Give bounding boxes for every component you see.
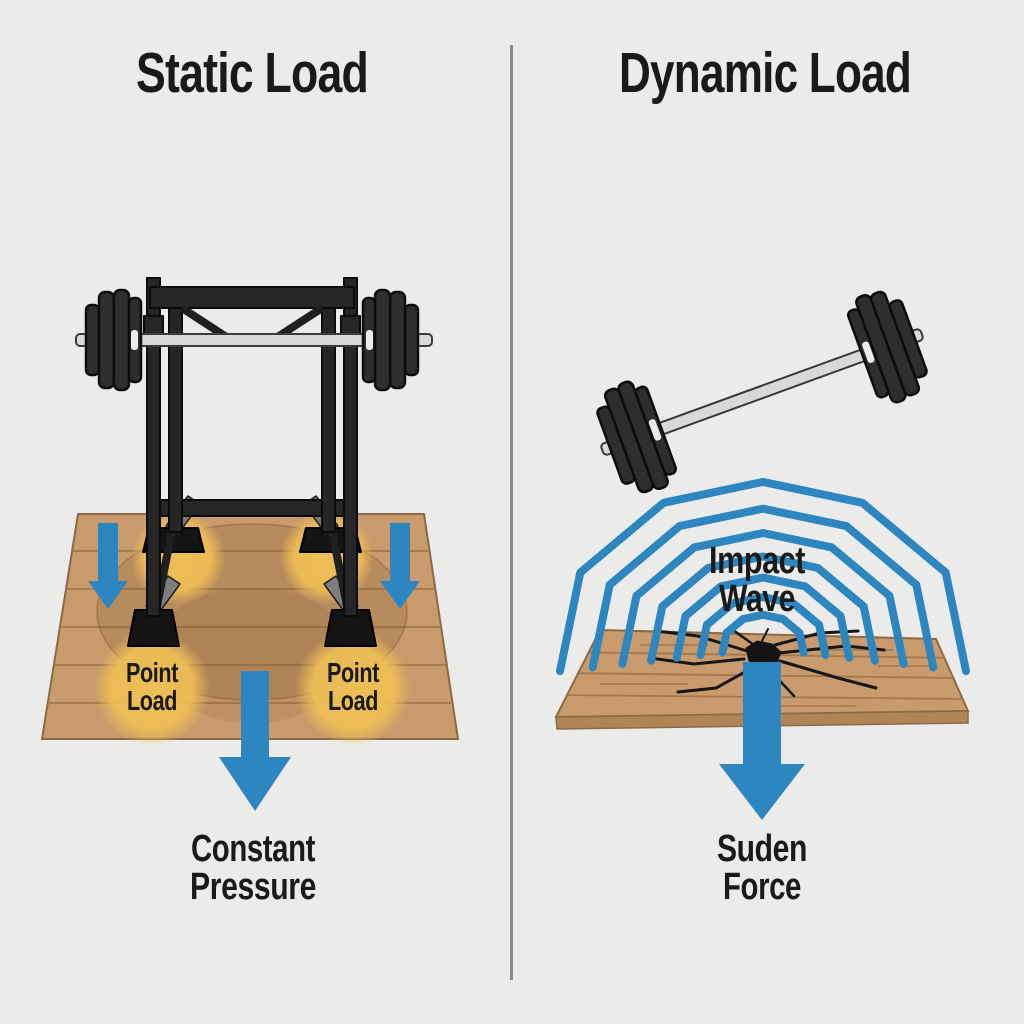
dynamic-load-title: Dynamic Load	[619, 41, 911, 105]
point-load-line1: Point	[126, 657, 178, 688]
point-load-label-right: Point Load	[327, 657, 380, 716]
impact-wave-label: Impact Wave	[709, 540, 806, 620]
impact-wave-arcs	[556, 477, 970, 676]
barbell-bar	[600, 328, 924, 456]
squat-rack-illustration	[127, 277, 377, 647]
point-load-circle-front-left	[94, 630, 210, 746]
impact-wave-arc	[696, 593, 830, 660]
barbell-plates-right	[361, 288, 420, 392]
barbell-static	[75, 288, 433, 392]
barbell-plates-left	[596, 380, 678, 494]
point-load-line2: Load	[328, 685, 378, 716]
down-arrow-small-right	[380, 523, 420, 609]
down-arrow-large-left	[219, 671, 291, 811]
rack-post-front-left	[146, 277, 161, 617]
impact-wave-arc	[718, 610, 808, 657]
impact-wave-arc	[588, 504, 938, 672]
barbell-falling	[596, 290, 928, 494]
impact-wave-arc	[647, 552, 879, 665]
constant-pressure-line1: Constant	[191, 828, 316, 870]
point-load-line1: Point	[327, 657, 379, 688]
barbell-plates-right	[846, 290, 928, 404]
point-load-circle-front-right	[295, 630, 411, 746]
sudden-force-line1: Suden	[717, 828, 807, 870]
static-load-panel: Static Load	[40, 41, 460, 908]
dynamic-load-panel: Dynamic Load	[554, 41, 970, 908]
impact-wave-line1: Impact	[709, 540, 806, 582]
constant-pressure-label: Constant Pressure	[190, 828, 317, 908]
constant-pressure-line2: Pressure	[190, 866, 316, 908]
impact-wave-arc	[618, 529, 908, 668]
sudden-force-label: Suden Force	[717, 828, 808, 908]
rack-post-rear-right	[321, 295, 336, 533]
rack-post-front-right	[343, 277, 358, 617]
point-load-line2: Load	[127, 685, 177, 716]
point-load-label-left: Point Load	[126, 657, 179, 716]
static-load-title: Static Load	[136, 41, 368, 105]
down-arrow-small-left	[88, 523, 128, 609]
impact-wave-line2: Wave	[719, 578, 795, 620]
impact-wave-arc	[556, 477, 970, 676]
sudden-force-line2: Force	[723, 866, 801, 908]
barbell-plates-left	[84, 288, 143, 392]
barbell-bar	[75, 333, 433, 347]
rack-post-rear-left	[168, 295, 183, 533]
rack-top-crossbar	[149, 286, 355, 309]
down-arrow-large-right	[719, 662, 805, 820]
impact-wave-arc	[672, 573, 854, 662]
rack-mid-crossbar	[159, 499, 345, 517]
